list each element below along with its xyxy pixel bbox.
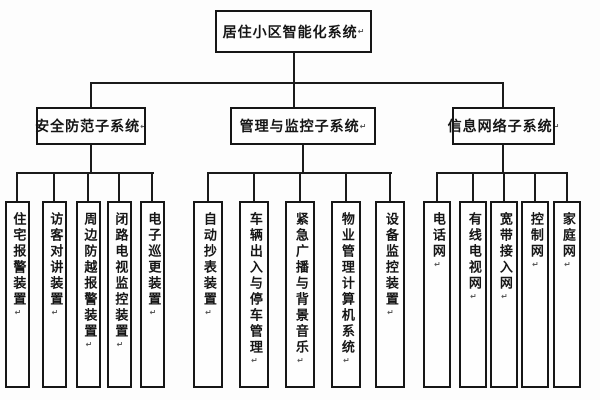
root-node-label: 居住小区智能化系统 bbox=[222, 24, 358, 41]
root-node: 居住小区智能化系统↵ bbox=[215, 10, 372, 53]
leaf-node-label: 车辆出入与停车管理 bbox=[246, 212, 262, 356]
leaf-node: 闭路电视监控装置↵ bbox=[107, 201, 132, 388]
paragraph-mark: ↵ bbox=[115, 340, 125, 349]
connector-line bbox=[436, 172, 438, 201]
leaf-node-label: 电子巡更装置 bbox=[145, 212, 161, 308]
paragraph-mark: ↵ bbox=[552, 121, 560, 131]
connector-line bbox=[472, 172, 474, 201]
connector-line bbox=[503, 172, 505, 201]
connector-line bbox=[53, 172, 55, 201]
leaf-node-label: 家庭网 bbox=[559, 212, 575, 260]
connector-line bbox=[253, 172, 255, 201]
leaf-node: 宽带接入网↵ bbox=[490, 201, 518, 388]
leaf-node: 车辆出入与停车管理↵ bbox=[239, 201, 269, 388]
leaf-node-label: 紧急广播与背景音乐 bbox=[292, 212, 308, 356]
leaf-node-label: 访客对讲装置 bbox=[47, 212, 63, 308]
leaf-node: 周边防越报警装置↵ bbox=[76, 201, 101, 388]
connector-line bbox=[118, 172, 120, 201]
connector-line bbox=[345, 172, 347, 201]
connector-line bbox=[502, 82, 504, 107]
paragraph-mark: ↵ bbox=[468, 292, 478, 301]
connector-line bbox=[299, 172, 301, 201]
paragraph-mark: ↵ bbox=[499, 292, 509, 301]
paragraph-mark: ↵ bbox=[84, 340, 94, 349]
leaf-node-label: 物业管理计算机系统 bbox=[338, 212, 354, 356]
leaf-node-label: 住宅报警装置 bbox=[10, 212, 26, 308]
connector-line bbox=[566, 172, 568, 201]
leaf-node: 物业管理计算机系统↵ bbox=[331, 201, 361, 388]
leaf-node: 紧急广播与背景音乐↵ bbox=[285, 201, 315, 388]
group-node-label: 安全防范子系统 bbox=[35, 119, 141, 135]
connector-line bbox=[293, 53, 295, 83]
connector-line bbox=[90, 82, 504, 84]
leaf-node: 访客对讲装置↵ bbox=[42, 201, 67, 388]
group-node-label: 信息网络子系统 bbox=[447, 119, 553, 135]
paragraph-mark: ↵ bbox=[432, 260, 442, 269]
group-node-label: 管理与监控子系统 bbox=[239, 119, 360, 135]
connector-line bbox=[389, 172, 391, 201]
leaf-node: 控制网↵ bbox=[521, 201, 549, 388]
leaf-node: 电话网↵ bbox=[423, 201, 451, 388]
leaf-node-label: 有线电视网 bbox=[465, 212, 481, 292]
leaf-node: 电子巡更装置↵ bbox=[140, 201, 165, 388]
connector-line bbox=[293, 82, 295, 107]
leaf-node-label: 控制网 bbox=[527, 212, 543, 260]
paragraph-mark: ↵ bbox=[50, 308, 60, 317]
leaf-node-label: 周边防越报警装置 bbox=[81, 212, 97, 340]
paragraph-mark: ↵ bbox=[249, 356, 259, 365]
connector-line bbox=[87, 172, 89, 201]
leaf-node-label: 宽带接入网 bbox=[496, 212, 512, 292]
paragraph-mark: ↵ bbox=[203, 308, 213, 317]
leaf-node-label: 设备监控装置 bbox=[382, 212, 398, 308]
connector-line bbox=[207, 172, 209, 201]
connector-line bbox=[436, 172, 568, 174]
group-node-security: 安全防范子系统↵ bbox=[35, 107, 147, 145]
paragraph-mark: ↵ bbox=[140, 121, 147, 131]
connector-line bbox=[502, 145, 504, 173]
leaf-node-label: 电话网 bbox=[429, 212, 445, 260]
leaf-node: 家庭网↵ bbox=[553, 201, 581, 388]
group-node-information-network: 信息网络子系统↵ bbox=[448, 107, 559, 145]
connector-line bbox=[534, 172, 536, 201]
paragraph-mark: ↵ bbox=[357, 27, 365, 36]
paragraph-mark: ↵ bbox=[13, 308, 23, 317]
paragraph-mark: ↵ bbox=[148, 308, 158, 317]
leaf-node-label: 自动抄表装置 bbox=[200, 212, 216, 308]
paragraph-mark: ↵ bbox=[385, 308, 395, 317]
paragraph-mark: ↵ bbox=[295, 356, 305, 365]
connector-line bbox=[151, 172, 153, 201]
connector-line bbox=[90, 82, 92, 107]
paragraph-mark: ↵ bbox=[562, 260, 572, 269]
leaf-node: 设备监控装置↵ bbox=[375, 201, 405, 388]
connector-line bbox=[16, 172, 18, 201]
leaf-node: 自动抄表装置↵ bbox=[193, 201, 223, 388]
paragraph-mark: ↵ bbox=[530, 260, 540, 269]
paragraph-mark: ↵ bbox=[341, 356, 351, 365]
group-node-management-monitoring: 管理与监控子系统↵ bbox=[230, 107, 376, 145]
leaf-node: 有线电视网↵ bbox=[459, 201, 487, 388]
leaf-node-label: 闭路电视监控装置 bbox=[112, 212, 128, 340]
connector-line bbox=[302, 145, 304, 173]
connector-line bbox=[90, 145, 92, 173]
leaf-node: 住宅报警装置↵ bbox=[5, 201, 30, 388]
paragraph-mark: ↵ bbox=[359, 121, 367, 131]
connector-line bbox=[16, 172, 154, 174]
